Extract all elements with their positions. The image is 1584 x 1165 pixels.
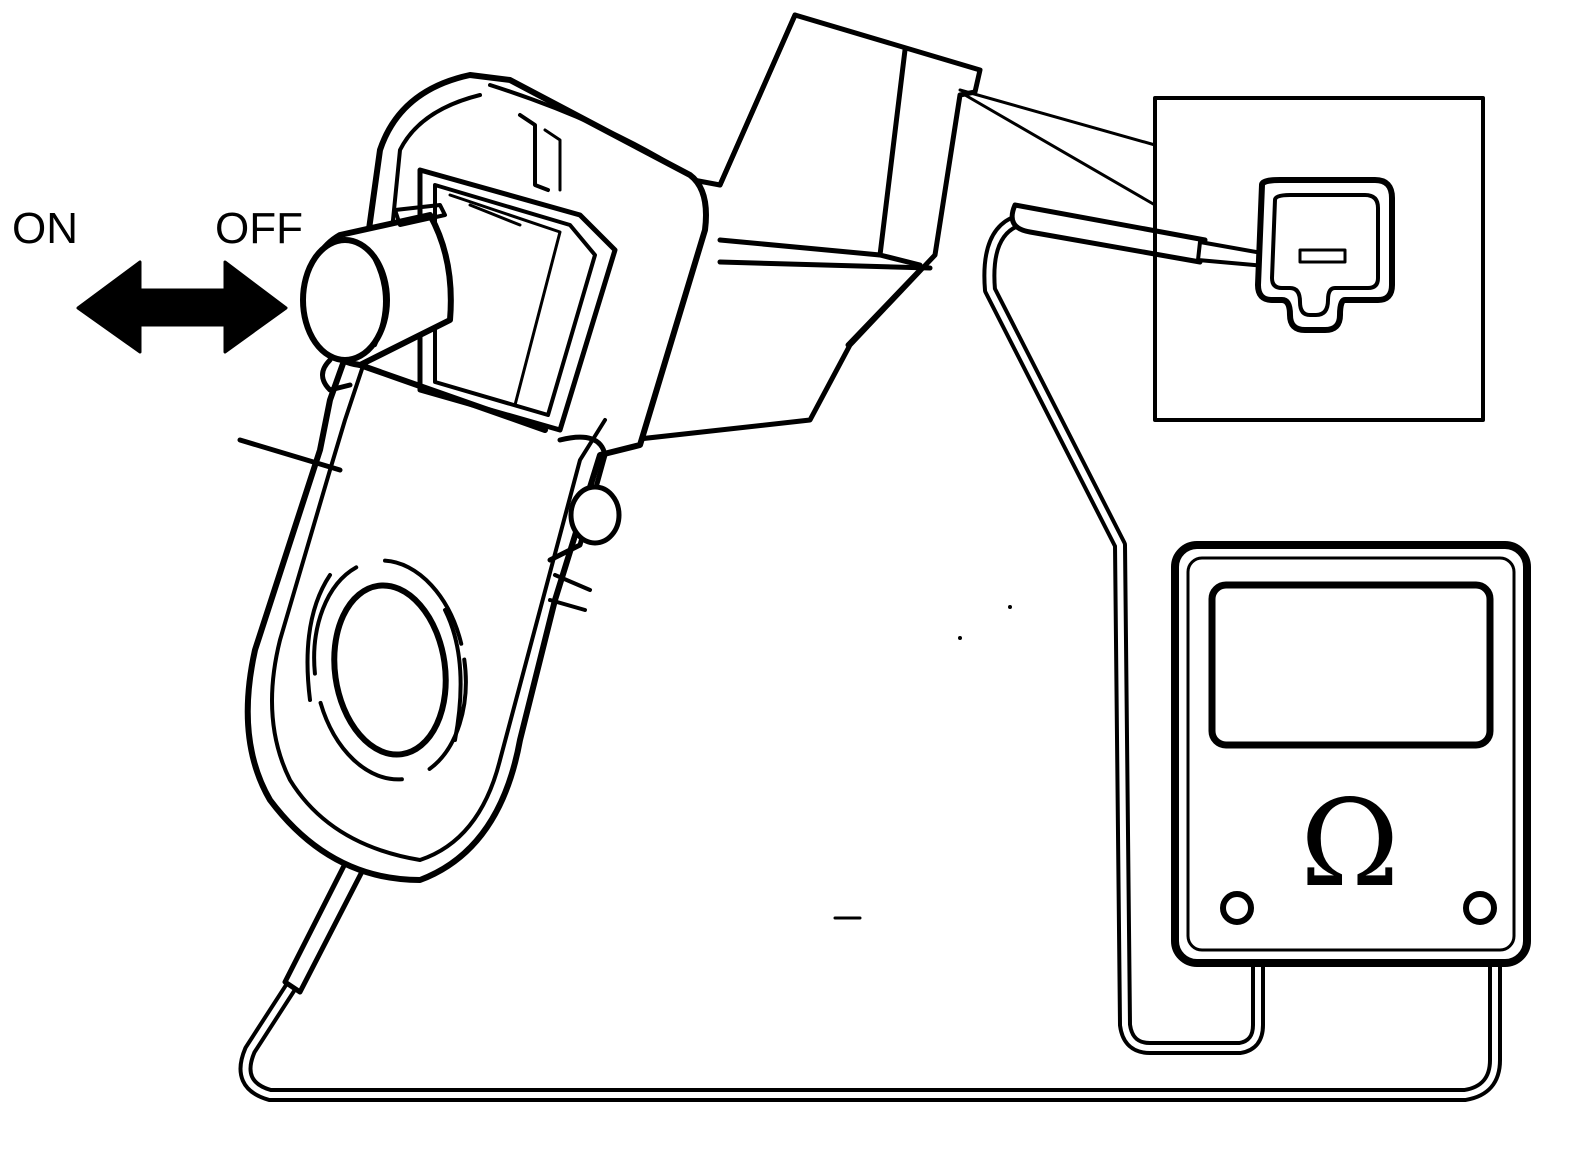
meter-terminal-right	[1463, 891, 1497, 925]
connector	[627, 12, 983, 443]
off-label: OFF	[215, 204, 303, 253]
meter-terminal-left	[1220, 891, 1254, 925]
double-arrow-icon	[76, 260, 288, 354]
ohmmeter	[1171, 541, 1531, 967]
ohm-symbol-icon: Ω	[1300, 775, 1400, 914]
on-label: ON	[12, 204, 78, 253]
connector-detail-inset	[958, 88, 1485, 422]
switch-assembly	[237, 72, 709, 883]
meter-display	[1208, 581, 1494, 749]
